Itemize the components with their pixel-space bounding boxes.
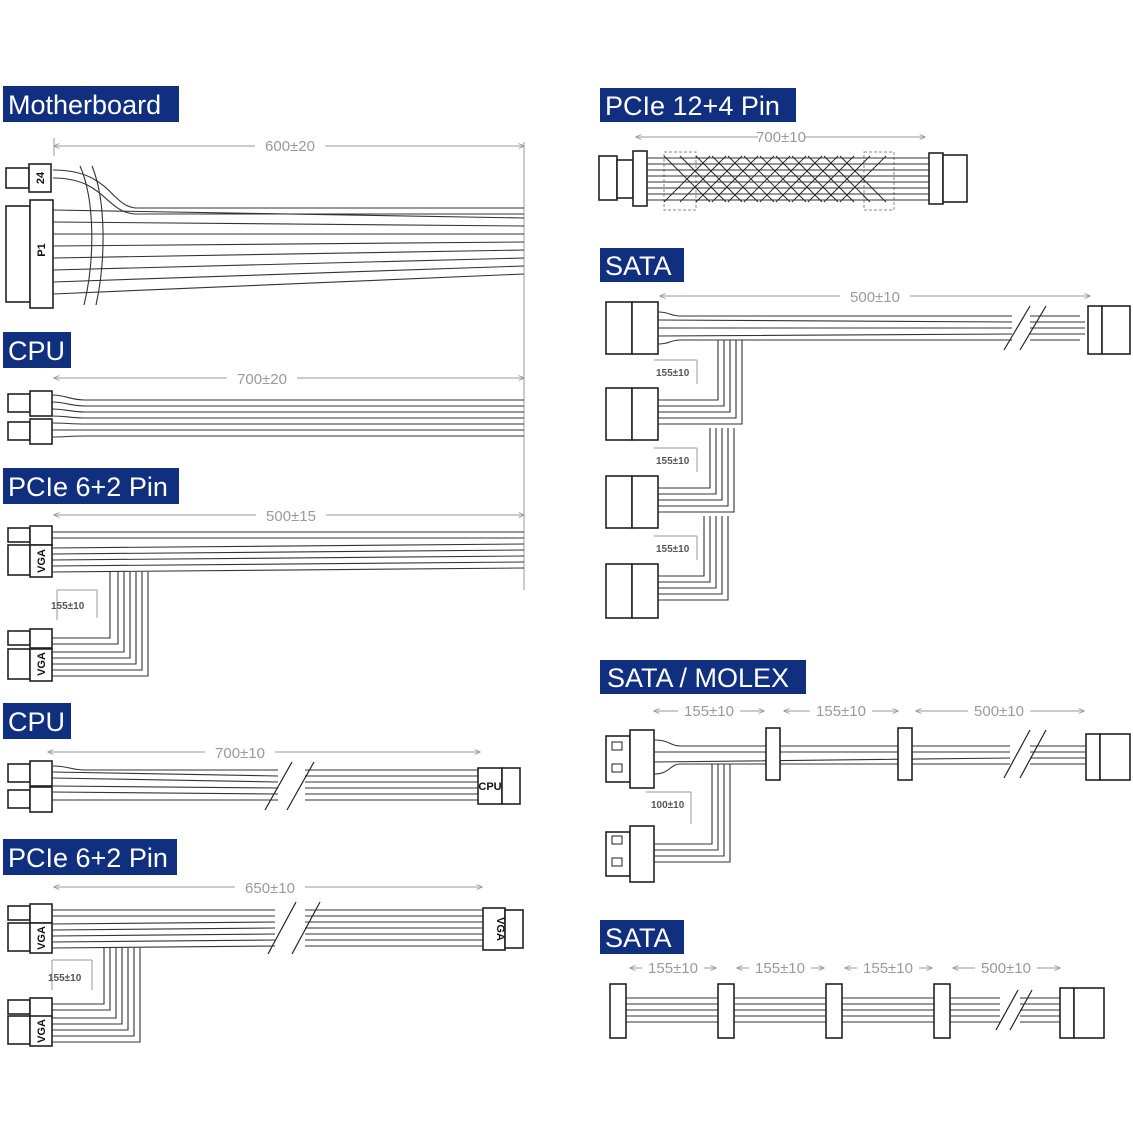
- cpu-section-2: CPU 700±10 CPU: [3, 703, 521, 813]
- pcie-branch-length-1: 155±10: [51, 601, 85, 612]
- sata-2-length-3: 155±10: [863, 960, 913, 977]
- cpu-label-2: CPU: [478, 781, 501, 793]
- sata-title-2: SATA: [605, 923, 672, 953]
- vga-label-2b: VGA: [36, 1019, 48, 1043]
- vga-label-2a: VGA: [36, 926, 48, 950]
- pcie-12-4-length: 700±10: [756, 129, 806, 146]
- pcie-12-4-section: PCIe 12+4 Pin 700±10: [598, 88, 968, 211]
- sata-1-branch-c: 155±10: [605, 516, 729, 619]
- sata-1-branch-a: 155±10: [605, 340, 743, 441]
- cpu-title-1: CPU: [8, 336, 65, 366]
- sata-2-length-2: 155±10: [755, 960, 805, 977]
- connector-label-24: 24: [35, 171, 47, 184]
- sata-1-branch-b: 155±10: [605, 428, 735, 529]
- sata-molex-length-2: 155±10: [816, 703, 866, 720]
- sata-branch-length-3: 155±10: [656, 544, 690, 555]
- vga-label-1b: VGA: [36, 652, 48, 676]
- cpu-section-1: CPU 700±20: [3, 332, 524, 445]
- pcie-title-1: PCIe 6+2 Pin: [8, 472, 168, 502]
- vga-label-2c: VGA: [494, 917, 506, 941]
- sata-branch-length-1: 155±10: [656, 368, 690, 379]
- pcie-length-1: 500±15: [266, 508, 316, 525]
- molex-branch-length: 100±10: [651, 800, 685, 811]
- sata-molex-title: SATA / MOLEX: [607, 663, 789, 693]
- sata-section-2: SATA 155±10 155±10 155±10 500±10: [600, 920, 1105, 1039]
- motherboard-length: 600±20: [265, 138, 315, 155]
- cpu-title-2: CPU: [8, 707, 65, 737]
- sata-branch-length-2: 155±10: [656, 456, 690, 467]
- sata-2-length-4: 500±10: [981, 960, 1031, 977]
- connector-label-p1: P1: [36, 243, 48, 256]
- pcie-title-2: PCIe 6+2 Pin: [8, 843, 168, 873]
- sata-section-1: SATA 500±10 155±10 155±10: [600, 248, 1131, 619]
- motherboard-section: Motherboard 600±20 24 P1: [3, 86, 524, 590]
- sata-molex-section: SATA / MOLEX 155±10 155±10 500±10 100±10: [600, 660, 1131, 883]
- sata-2-length-1: 155±10: [648, 960, 698, 977]
- sata-length-1: 500±10: [850, 289, 900, 306]
- pcie-length-2: 650±10: [245, 880, 295, 897]
- pcie-branch-length-2: 155±10: [48, 973, 82, 984]
- pcie-section-1: PCIe 6+2 Pin 500±15 VGA 155±10 VGA: [3, 468, 524, 682]
- sata-molex-length-1: 155±10: [684, 703, 734, 720]
- cpu-length-2: 700±10: [215, 745, 265, 762]
- motherboard-title: Motherboard: [8, 90, 161, 120]
- vga-label-1a: VGA: [36, 549, 48, 573]
- sata-molex-length-3: 500±10: [974, 703, 1024, 720]
- pcie-12-4-title: PCIe 12+4 Pin: [605, 91, 780, 121]
- pcie-section-2: PCIe 6+2 Pin 650±10 VGA VGA: [3, 839, 524, 1047]
- sata-title-1: SATA: [605, 251, 672, 281]
- cpu-length-1: 700±20: [237, 371, 287, 388]
